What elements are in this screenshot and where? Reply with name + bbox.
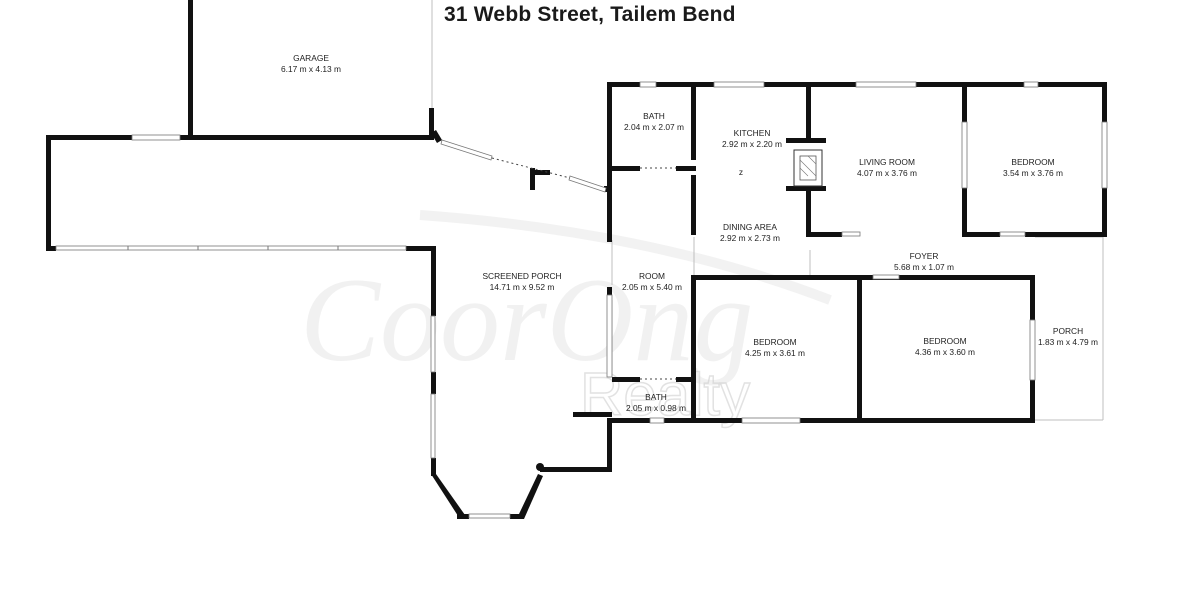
room-dims-room: 2.05 m x 5.40 m [622, 282, 682, 292]
fireplace-icon [793, 149, 823, 187]
room-dims-bedroom-1: 3.54 m x 3.76 m [1003, 168, 1063, 178]
room-dims-foyer: 5.68 m x 1.07 m [894, 262, 954, 272]
room-dims-bedroom-3: 4.36 m x 3.60 m [915, 347, 975, 357]
room-name-porch: PORCH [1053, 326, 1083, 336]
room-dims-living-room: 4.07 m x 3.76 m [857, 168, 917, 178]
room-dims-dining-area: 2.92 m x 2.73 m [720, 233, 780, 243]
room-dims-bath-bottom: 2.05 m x 0.98 m [626, 403, 686, 413]
room-name-bedroom-2: BEDROOM [753, 337, 796, 347]
room-name-dining-area: DINING AREA [723, 222, 777, 232]
room-name-room: ROOM [639, 271, 665, 281]
room-labels: GARAGE 6.17 m x 4.13 m BATH 2.04 m x 2.0… [281, 53, 1098, 413]
watermark-brand: CoorOng [300, 253, 753, 386]
room-dims-bedroom-2: 4.25 m x 3.61 m [745, 348, 805, 358]
room-name-living-room: LIVING ROOM [859, 157, 915, 167]
room-name-kitchen: KITCHEN [734, 128, 771, 138]
room-dims-porch: 1.83 m x 4.79 m [1038, 337, 1098, 347]
room-dims-kitchen: 2.92 m x 2.20 m [722, 139, 782, 149]
room-name-bath-top: BATH [643, 111, 665, 121]
room-name-screened-porch: SCREENED PORCH [482, 271, 561, 281]
kitchen-marker: z [739, 167, 743, 177]
watermark-logo: CoorOng Realty [300, 210, 832, 429]
room-name-bath-bottom: BATH [645, 392, 667, 402]
windows [55, 81, 1108, 519]
room-name-garage: GARAGE [293, 53, 329, 63]
page-title: 31 Webb Street, Tailem Bend [444, 3, 736, 26]
room-name-foyer: FOYER [910, 251, 939, 261]
room-dims-bath-top: 2.04 m x 2.07 m [624, 122, 684, 132]
room-name-bedroom-3: BEDROOM [923, 336, 966, 346]
room-name-bedroom-1: BEDROOM [1011, 157, 1054, 167]
room-dims-screened-porch: 14.71 m x 9.52 m [490, 282, 555, 292]
room-dims-garage: 6.17 m x 4.13 m [281, 64, 341, 74]
